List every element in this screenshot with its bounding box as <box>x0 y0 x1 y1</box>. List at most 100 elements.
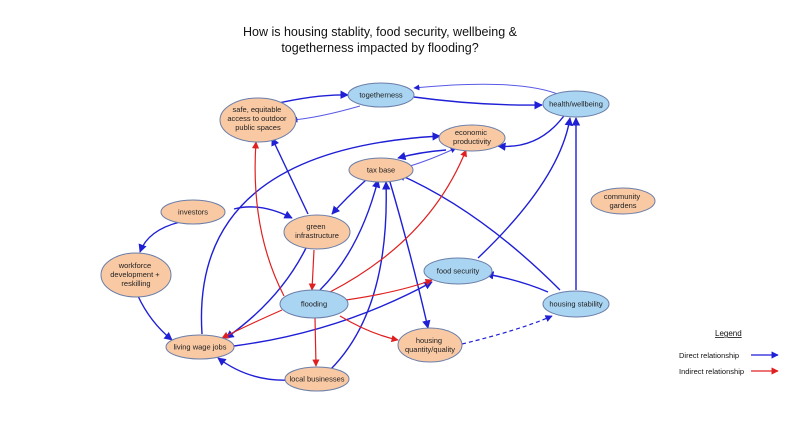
node-economic-productivity: economic productivity <box>438 124 506 152</box>
node-label: health/wellbeing <box>549 100 603 109</box>
node-togetherness: togetherness <box>347 82 415 108</box>
node-living-wage-line-1: living wage jobs <box>174 343 227 352</box>
edge-housing-stability-to-tax-base <box>397 173 561 291</box>
diagram-title: How is housing stablity, food security, … <box>200 24 560 56</box>
legend-indirect-label: Indirect relationship <box>679 367 744 376</box>
node-workforce-line-1: workforce <box>118 261 152 270</box>
node-housing-stability: housing stability <box>542 290 610 318</box>
node-tax-base-line-1: tax base <box>367 166 395 175</box>
node-label: housing quantity/quality <box>405 336 455 354</box>
edge-flooding-to-local-business <box>312 317 320 367</box>
title-line-1: How is housing stablity, food security, … <box>243 25 517 39</box>
node-shape <box>542 290 610 318</box>
node-label: community gardens <box>604 192 642 210</box>
edge-safe-spaces-to-togetherness <box>273 90 349 105</box>
node-shape <box>279 289 349 319</box>
node-shape <box>438 124 506 152</box>
node-label: tax base <box>367 166 395 175</box>
node-togetherness-line-1: togetherness <box>359 91 403 100</box>
edge-green-to-flooding <box>308 249 316 291</box>
node-label: living wage jobs <box>174 343 227 352</box>
node-community-gardens: community gardens <box>590 187 656 215</box>
node-local-business-line-1: local businesses <box>289 375 344 384</box>
node-shape <box>590 187 656 215</box>
node-shape <box>100 252 172 298</box>
edge-workforce-to-living-wage <box>137 295 173 341</box>
node-shape <box>348 157 414 183</box>
node-safe-spaces-line-2: access to outdoor <box>227 114 287 123</box>
node-green-line-2: infrastructure <box>295 231 339 240</box>
edge-togetherness-to-health <box>413 96 543 110</box>
title-line-2: togetherness impacted by flooding? <box>281 41 479 55</box>
edge-living-wage-to-food <box>233 281 433 347</box>
edge-investors-to-workforce <box>138 221 181 253</box>
node-housing-quality-line-2: quantity/quality <box>405 345 455 354</box>
node-shape <box>283 214 351 250</box>
edge-flooding-to-economic <box>329 149 467 293</box>
edge-green-to-safe-spaces <box>271 137 309 215</box>
edge-flooding-to-food <box>345 278 433 301</box>
node-label: flooding <box>301 300 327 309</box>
node-health-line-1: health/wellbeing <box>549 100 603 109</box>
node-housing-quantity-quality: housing quantity/quality <box>397 327 463 363</box>
node-shape <box>542 90 610 118</box>
edge-food-to-health <box>477 117 573 259</box>
node-economic-line-1: economic <box>455 128 487 137</box>
edge-flooding-to-housing-quality <box>339 315 399 343</box>
node-housing-stability-line-1: housing stability <box>549 300 603 309</box>
node-flooding: flooding <box>279 289 349 319</box>
nodes-layer: togetherness health/wellbeing safe, equi… <box>100 82 656 392</box>
node-workforce-line-2: development + <box>110 270 160 279</box>
node-tax-base: tax base <box>348 157 414 183</box>
node-shape <box>423 257 493 285</box>
node-label: local businesses <box>289 375 344 384</box>
node-food-security: food security <box>423 257 493 285</box>
edge-local-business-to-tax-base <box>329 181 391 371</box>
node-shape <box>160 199 226 225</box>
node-shape <box>347 82 415 108</box>
edge-flooding-to-tax-base <box>319 179 381 291</box>
node-shape <box>165 334 235 360</box>
edge-health-to-togetherness <box>413 83 561 96</box>
node-shape <box>219 97 297 143</box>
edge-housing-quality-to-housing-stability <box>461 315 553 345</box>
edge-togetherness-to-safe-spaces <box>291 105 361 123</box>
node-label: safe, equitable access to outdoor public… <box>227 105 288 132</box>
node-safe-spaces-line-3: public spaces <box>235 123 281 132</box>
node-workforce-development: workforce development + reskilling <box>100 252 172 298</box>
node-green-infrastructure: green infrastructure <box>283 214 351 250</box>
node-label: food security <box>437 267 480 276</box>
node-label: economic productivity <box>453 128 491 146</box>
edge-health-to-economic <box>497 112 567 151</box>
edge-flooding-to-living-wage <box>221 309 283 339</box>
node-green-line-1: green <box>306 222 325 231</box>
legend: Legend Direct relationship Indirect rela… <box>679 329 779 376</box>
edge-tax-base-to-economic <box>409 147 457 167</box>
node-food-line-1: food security <box>437 267 480 276</box>
edge-local-business-to-living-wage <box>217 357 291 381</box>
legend-direct-label: Direct relationship <box>679 351 739 360</box>
node-workforce-line-3: reskilling <box>121 279 150 288</box>
node-label: investors <box>178 208 208 217</box>
node-label: housing stability <box>549 300 603 309</box>
node-community-line-2: gardens <box>609 201 636 210</box>
node-flooding-line-1: flooding <box>301 300 327 309</box>
node-local-businesses: local businesses <box>284 366 350 392</box>
edge-economic-to-tax-base <box>397 149 447 161</box>
node-label: green infrastructure <box>295 222 339 240</box>
edge-tax-base-to-green <box>331 179 367 215</box>
node-health-wellbeing: health/wellbeing <box>542 90 610 118</box>
edge-investors-to-green <box>233 206 293 219</box>
edges-layer <box>137 83 581 381</box>
node-safe-spaces-line-1: safe, equitable <box>233 105 282 114</box>
node-investors: investors <box>160 199 226 225</box>
node-safe-spaces: safe, equitable access to outdoor public… <box>219 97 297 143</box>
edge-housing-stability-to-food <box>485 271 549 293</box>
node-label: workforce development + reskilling <box>110 261 162 288</box>
edge-tax-base-to-housing-quality <box>389 181 431 329</box>
edge-green-to-living-wage <box>225 247 307 339</box>
node-economic-line-2: productivity <box>453 137 491 146</box>
node-label: togetherness <box>359 91 403 100</box>
